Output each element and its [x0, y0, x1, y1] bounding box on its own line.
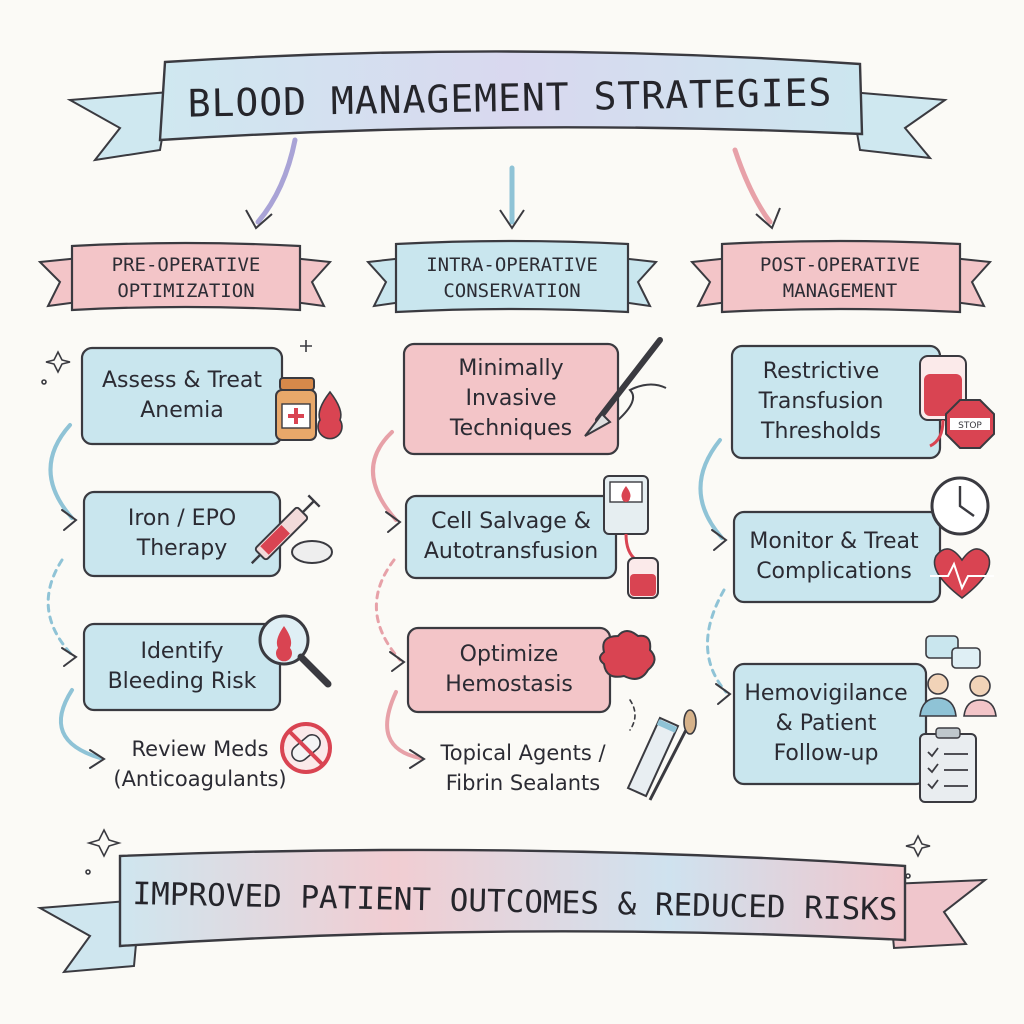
patient-pair-icon [919, 673, 997, 717]
syringe-icon [250, 494, 321, 565]
column-title-post: POST-OPERATIVE MANAGEMENT [759, 254, 921, 302]
blood-bag-icon [919, 355, 967, 448]
step-label: Identify Bleeding Risk [107, 639, 257, 694]
step-label: Restrictive Transfusion Thresholds [758, 359, 884, 444]
step-label: Topical Agents / Fibrin Sealants [440, 741, 606, 795]
column-title-pre: PRE-OPERATIVE OPTIMIZATION [111, 254, 261, 302]
column-title-intra: INTRA-OPERATIVE CONSERVATION [426, 254, 598, 302]
title-banner [66, 50, 948, 162]
card-hemovigilance [732, 662, 928, 786]
medicine-bottle-icon [275, 377, 317, 441]
tube-and-brush-icon [626, 709, 697, 801]
outcome-text: IMPROVED PATIENT OUTCOMES & REDUCED RISK… [132, 875, 898, 929]
step-label: Cell Salvage & Autotransfusion [423, 509, 599, 564]
flow-arrows-post [698, 438, 732, 705]
card-cell-salvage [404, 494, 618, 580]
step-label: Minimally Invasive Techniques [449, 356, 573, 441]
step-label: Assess & Treat Anemia [102, 368, 262, 423]
card-bleeding-risk [82, 622, 282, 712]
step-label: Optimize Hemostasis [445, 642, 573, 697]
column-header-intra [365, 239, 659, 314]
checklist-clipboard-icon [919, 727, 977, 803]
scalpel-icon [584, 337, 667, 437]
blood-drop-icon [317, 390, 343, 440]
flow-arrows-intra [370, 430, 636, 769]
pill-icon [291, 540, 333, 564]
outcome-banner [36, 848, 989, 974]
chat-bubbles-icon [925, 635, 981, 669]
clock-icon [930, 476, 990, 536]
step-label: Iron / EPO Therapy [127, 506, 237, 561]
blood-clot-icon [599, 630, 656, 680]
stop-sign-text: STOP [958, 421, 982, 431]
column-header-post [689, 239, 993, 314]
flow-arrows-pre [46, 423, 106, 769]
heart-pulse-icon [930, 548, 994, 600]
page-title: BLOOD MANAGEMENT STRATEGIES [187, 70, 833, 126]
title-arrows [245, 137, 781, 230]
magnifier-icon [258, 614, 332, 688]
column-header-pre [37, 241, 333, 312]
step-label: Review Meds (Anticoagulants) [113, 737, 287, 791]
step-label: Hemovigilance & Patient Follow-up [744, 681, 908, 766]
sparkle-icon [41, 340, 931, 879]
cell-saver-machine-icon [603, 475, 659, 599]
step-label: Monitor & Treat Complications [749, 529, 919, 584]
stop-sign-icon: STOP [945, 399, 995, 449]
no-pill-icon [280, 722, 332, 774]
